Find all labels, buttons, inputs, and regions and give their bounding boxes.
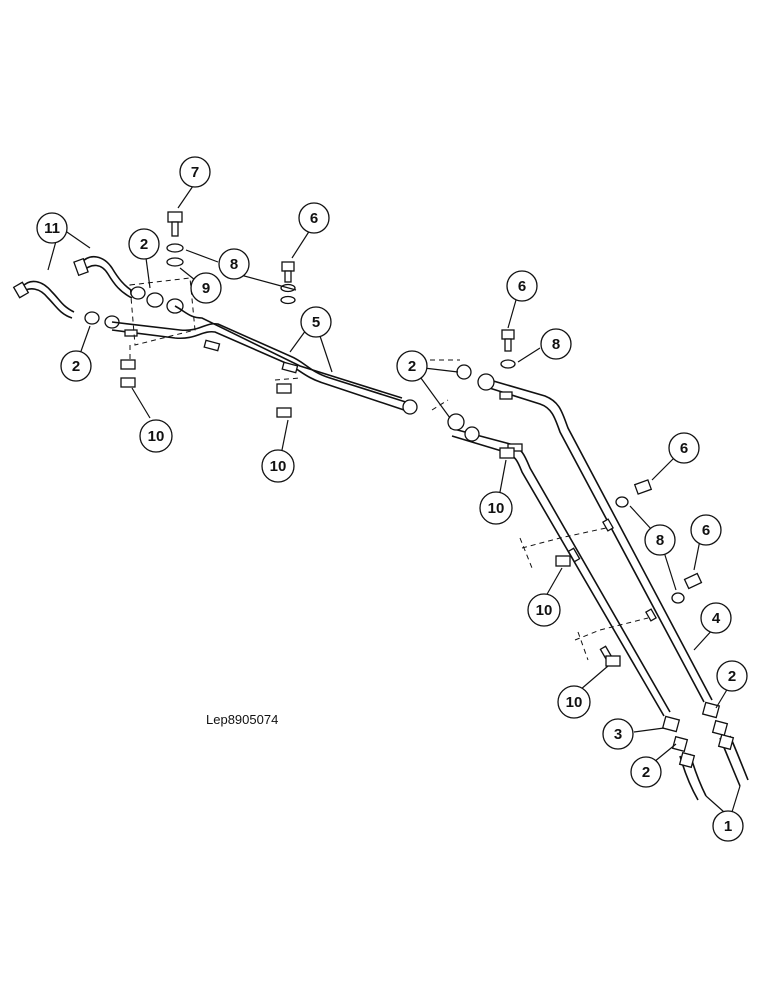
bolt-item-7 (167, 211, 183, 237)
svg-text:7: 7 (191, 164, 199, 181)
pipe-assembly-upper (111, 305, 418, 415)
fitting-bottom (661, 701, 729, 753)
svg-text:8: 8 (230, 256, 238, 273)
callout-2: 2 (128, 228, 160, 260)
svg-text:10: 10 (148, 428, 165, 445)
svg-text:2: 2 (408, 358, 416, 375)
svg-text:3: 3 (614, 726, 622, 743)
callout-5: 5 (300, 306, 332, 338)
fitting-left (84, 286, 184, 329)
callout-9: 9 (190, 272, 222, 304)
svg-text:2: 2 (642, 764, 650, 781)
callout-7: 7 (179, 156, 211, 188)
callout-6: 6 (668, 432, 700, 464)
callout-1: 1 (712, 810, 744, 842)
svg-text:6: 6 (702, 522, 710, 539)
svg-text:9: 9 (202, 280, 210, 297)
svg-text:2: 2 (72, 358, 80, 375)
nut-item-10-right (499, 447, 621, 667)
svg-text:2: 2 (140, 236, 148, 253)
svg-text:10: 10 (566, 694, 583, 711)
hose-item-1 (678, 733, 749, 801)
callout-10: 10 (261, 449, 295, 483)
svg-text:8: 8 (552, 336, 560, 353)
svg-text:6: 6 (680, 440, 688, 457)
callout-10: 10 (527, 593, 561, 627)
callout-2: 2 (396, 350, 428, 382)
callout-8: 8 (218, 248, 250, 280)
svg-text:10: 10 (488, 500, 505, 517)
svg-text:6: 6 (310, 210, 318, 227)
svg-text:5: 5 (312, 314, 320, 331)
washer-item-8-upper (166, 243, 184, 267)
callout-10: 10 (557, 685, 591, 719)
bracket-outline-upper (129, 277, 301, 381)
callout-2: 2 (716, 660, 748, 692)
drawing-reference: Lep8905074 (206, 712, 278, 727)
svg-text:11: 11 (44, 220, 60, 237)
hose-left-lower (12, 280, 75, 319)
bolt-item-6-upper (280, 261, 296, 305)
callout-6: 6 (690, 514, 722, 546)
callout-2: 2 (60, 350, 92, 382)
svg-text:6: 6 (518, 278, 526, 295)
svg-text:4: 4 (712, 610, 721, 627)
callout-8: 8 (540, 328, 572, 360)
callout-11: 11 (36, 212, 68, 244)
callout-8: 8 (644, 524, 676, 556)
leader-lines (47, 185, 741, 813)
nut-item-10-upper (120, 359, 292, 418)
bolt-item-6-right (615, 479, 703, 604)
svg-text:8: 8 (656, 532, 664, 549)
callout-3: 3 (602, 718, 634, 750)
callout-10: 10 (139, 419, 173, 453)
callout-10: 10 (479, 491, 513, 525)
svg-text:2: 2 (728, 668, 736, 685)
callout-4: 4 (700, 602, 732, 634)
callout-2: 2 (630, 756, 662, 788)
hose-left-upper (73, 256, 135, 299)
bolt-item-6-mid (500, 329, 516, 369)
svg-text:1: 1 (724, 818, 732, 835)
callout-6: 6 (298, 202, 330, 234)
callout-6: 6 (506, 270, 538, 302)
svg-text:10: 10 (270, 458, 287, 475)
svg-text:10: 10 (536, 602, 553, 619)
